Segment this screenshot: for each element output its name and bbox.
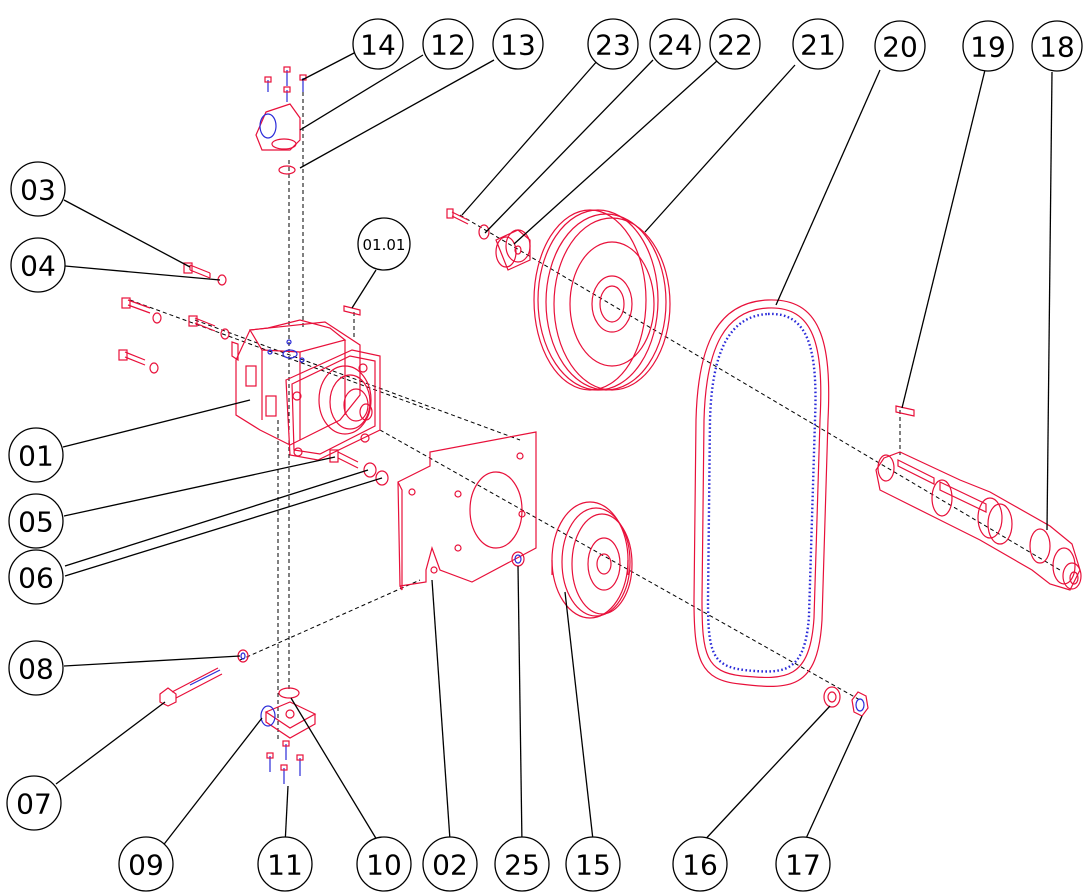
small-pulley-part (551, 501, 633, 619)
svg-text:24: 24 (657, 29, 693, 62)
large-pulley-hub-fasteners (446, 208, 531, 271)
svg-text:02: 02 (432, 849, 468, 882)
leader-lines (55, 51, 1053, 853)
balloon-06: 06 (8, 549, 64, 605)
balloons: 14 12 13 23 24 22 21 20 19 18 03 04 01.0… (6, 18, 1083, 892)
svg-text:07: 07 (16, 788, 52, 821)
svg-text:11: 11 (267, 849, 303, 882)
balloon-20: 20 (874, 20, 926, 72)
bracket-nut (511, 551, 525, 567)
pump-mounting-screws (118, 262, 389, 486)
svg-text:25: 25 (504, 849, 540, 882)
balloon-04: 04 (10, 237, 66, 293)
balloon-07: 07 (6, 775, 62, 831)
svg-text:16: 16 (682, 849, 718, 882)
lower-port-flange (260, 687, 317, 784)
pulley-washer-and-nut (823, 686, 869, 717)
balloon-09: 09 (118, 836, 174, 892)
balloon-23: 23 (587, 18, 639, 70)
drive-shaft-key (895, 405, 915, 417)
balloon-24: 24 (649, 18, 701, 70)
svg-text:21: 21 (800, 29, 836, 62)
svg-text:09: 09 (128, 849, 164, 882)
large-pulley-part (533, 209, 671, 391)
balloon-02: 02 (422, 836, 478, 892)
balloon-14: 14 (352, 18, 404, 70)
balloon-17: 17 (775, 836, 831, 892)
balloon-05: 05 (8, 493, 64, 549)
svg-text:23: 23 (595, 29, 631, 62)
balloon-03: 03 (10, 161, 66, 217)
pump-body-part (231, 319, 381, 461)
svg-text:01.01: 01.01 (363, 236, 406, 254)
balloon-21: 21 (792, 18, 844, 70)
balloon-16: 16 (672, 836, 728, 892)
svg-text:15: 15 (575, 849, 611, 882)
svg-text:10: 10 (366, 849, 402, 882)
balloon-01-01: 01.01 (357, 217, 411, 271)
balloon-01: 01 (8, 427, 64, 483)
svg-text:18: 18 (1039, 31, 1075, 64)
svg-text:13: 13 (500, 29, 536, 62)
balloon-10: 10 (356, 836, 412, 892)
svg-text:12: 12 (430, 29, 466, 62)
upper-port-flange (255, 66, 307, 175)
svg-text:19: 19 (970, 31, 1006, 64)
svg-text:14: 14 (360, 29, 396, 62)
balloon-08: 08 (8, 640, 64, 696)
balloon-19: 19 (962, 20, 1014, 72)
balloon-12: 12 (422, 18, 474, 70)
svg-text:06: 06 (18, 562, 54, 595)
drive-shaft-part (875, 451, 1082, 591)
balloon-25: 25 (494, 836, 550, 892)
svg-text:22: 22 (717, 29, 753, 62)
mounting-bracket-part (397, 431, 537, 591)
balloon-22: 22 (709, 18, 761, 70)
drive-belt-part (693, 299, 830, 688)
balloon-13: 13 (492, 18, 544, 70)
svg-text:04: 04 (20, 250, 56, 283)
svg-text:03: 03 (20, 174, 56, 207)
balloon-11: 11 (257, 836, 313, 892)
svg-text:05: 05 (18, 506, 54, 539)
svg-text:08: 08 (18, 653, 54, 686)
balloon-18: 18 (1031, 20, 1083, 72)
svg-text:17: 17 (785, 849, 821, 882)
balloon-15: 15 (565, 836, 621, 892)
svg-text:20: 20 (882, 31, 918, 64)
shaft-key-part (343, 305, 361, 316)
assembly-axes (129, 85, 1061, 740)
svg-text:01: 01 (18, 440, 54, 473)
